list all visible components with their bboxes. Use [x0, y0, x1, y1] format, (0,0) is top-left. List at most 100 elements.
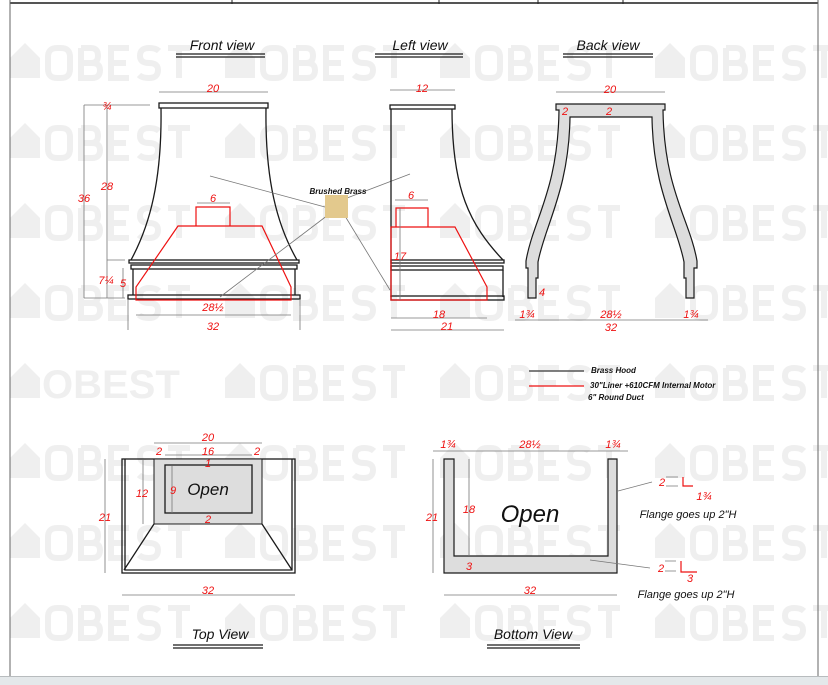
watermark-logo-letter: [690, 525, 718, 561]
watermark-logo-letter: [475, 365, 503, 401]
watermark-logo-letter: [136, 204, 162, 242]
dim-opening: 28½: [599, 309, 621, 321]
watermark-logo-letter: [508, 205, 534, 241]
watermark-logo-letter: [260, 525, 288, 561]
dim-left: 1¾: [440, 439, 455, 451]
trim-band: [128, 259, 300, 264]
watermark-house-icon: [655, 363, 685, 398]
material-callout: Brushed Brass: [209, 173, 411, 298]
watermark-logo-letter: [323, 285, 344, 321]
watermark-logo-letter: [813, 285, 828, 318]
slope-lines: [123, 523, 293, 571]
watermark-logo-letter: [293, 445, 319, 481]
watermark-logo-letter: [690, 205, 718, 241]
watermark-logo-letter: [293, 525, 319, 561]
watermark-logo-letter: [78, 205, 104, 241]
watermark-logo-letter: [781, 204, 807, 242]
watermark-logo-letter: [723, 525, 749, 561]
watermark-logo-letter: [45, 205, 73, 241]
watermark-house-icon: [225, 603, 255, 638]
dim-top-depth: 12: [416, 83, 428, 95]
watermark-logo-letter: [260, 205, 288, 241]
watermark-logo-letter: [753, 445, 774, 481]
watermark-logo-letter: [293, 285, 319, 321]
trim-band: [390, 265, 504, 271]
dim-liner-height: 17: [394, 251, 407, 263]
dim-frame-width: 20: [201, 432, 215, 444]
watermark-logo-letter: [78, 445, 104, 481]
watermark-logo-letter: [781, 444, 807, 482]
dim-top: 2: [605, 106, 612, 118]
open-label: Open: [187, 480, 229, 499]
dim-width: 32: [202, 585, 214, 597]
watermark-logo-letter: [753, 45, 774, 81]
watermark-logo-letter: [168, 125, 190, 158]
watermark-logo-letter: [753, 525, 774, 561]
watermark-logo-letter: [508, 605, 534, 641]
watermark-logo-letter: [508, 45, 534, 81]
watermark-logo-letter: [293, 45, 319, 81]
watermark-logo-letter: [293, 365, 319, 401]
top-cap: [389, 104, 456, 110]
flange-detail-side: 2 1¾ Flange goes up 2"H: [617, 476, 736, 521]
liner-outline: [390, 207, 488, 301]
watermark-logo-letter: [538, 365, 559, 401]
dim-back: 1: [205, 458, 211, 470]
watermark-logo-letter: [323, 365, 344, 401]
watermark-logo-letter: [538, 445, 559, 481]
watermark-logo-letter: [566, 524, 592, 562]
watermark-logo-letter: [45, 525, 73, 561]
left-view: Left view 12 6 17 18 21: [375, 37, 505, 333]
dim-line: [665, 560, 676, 572]
dim-line: [666, 476, 678, 487]
watermark-logo-letter: [78, 125, 104, 161]
dim-left-leg: 1¾: [519, 309, 534, 321]
watermark-house-icon: [440, 43, 470, 78]
watermark-logo-letter: [78, 525, 104, 561]
watermark-logo-letter: [78, 45, 104, 81]
watermark-logo-letter: [475, 45, 503, 81]
watermark-logo-letter: [351, 44, 377, 82]
watermark-logo-letter: [781, 124, 807, 162]
dim-base: 32: [207, 321, 219, 333]
dim-right-leg: 1¾: [683, 309, 698, 321]
watermark-logo-letter: [475, 205, 503, 241]
dim-depth: 21: [98, 512, 111, 524]
watermark-logo-letter: [78, 285, 104, 321]
watermark-logo-letter: [475, 285, 503, 321]
watermark-logo-letter: [108, 205, 129, 241]
watermark-logo-letter: [566, 44, 592, 82]
top-opening: [164, 464, 253, 514]
watermark-logo-letter: [538, 285, 559, 321]
flange-height: 2: [657, 563, 664, 575]
watermark-house-icon: [10, 123, 40, 158]
watermark-house-icon: [225, 43, 255, 78]
watermark-logo-letter: [383, 525, 405, 558]
watermark-logo-letter: [475, 605, 503, 641]
watermark-logo-letter: [383, 605, 405, 638]
watermark-logo-letter: [351, 204, 377, 242]
leader-arrows: [209, 173, 411, 298]
watermark-logo-letter: [475, 525, 503, 561]
watermark-logo-letter: [813, 45, 828, 78]
watermark-logo-letter: [566, 444, 592, 482]
dim-leg-height: 4: [539, 287, 545, 299]
watermark-logo-letter: [136, 124, 162, 162]
watermark-logo-letter: [168, 45, 190, 78]
watermark-logo-letter: [508, 445, 534, 481]
watermark-logo-letter: [323, 45, 344, 81]
dim-front: 3: [466, 561, 473, 573]
leader-line: [617, 481, 653, 492]
watermark-logo-letter: [566, 364, 592, 402]
watermark-house-icon: [10, 283, 40, 318]
material-label: Brushed Brass: [310, 187, 367, 196]
watermark-logo-letter: [136, 284, 162, 322]
watermark-logo-letter: [813, 445, 828, 478]
watermark-house-icon: [225, 123, 255, 158]
watermark-logo-letter: [351, 444, 377, 482]
watermark-logo-letter: [723, 605, 749, 641]
back-view-title: Back view: [576, 37, 640, 53]
flange-profile: [680, 561, 697, 573]
flange-width: 3: [687, 573, 694, 585]
